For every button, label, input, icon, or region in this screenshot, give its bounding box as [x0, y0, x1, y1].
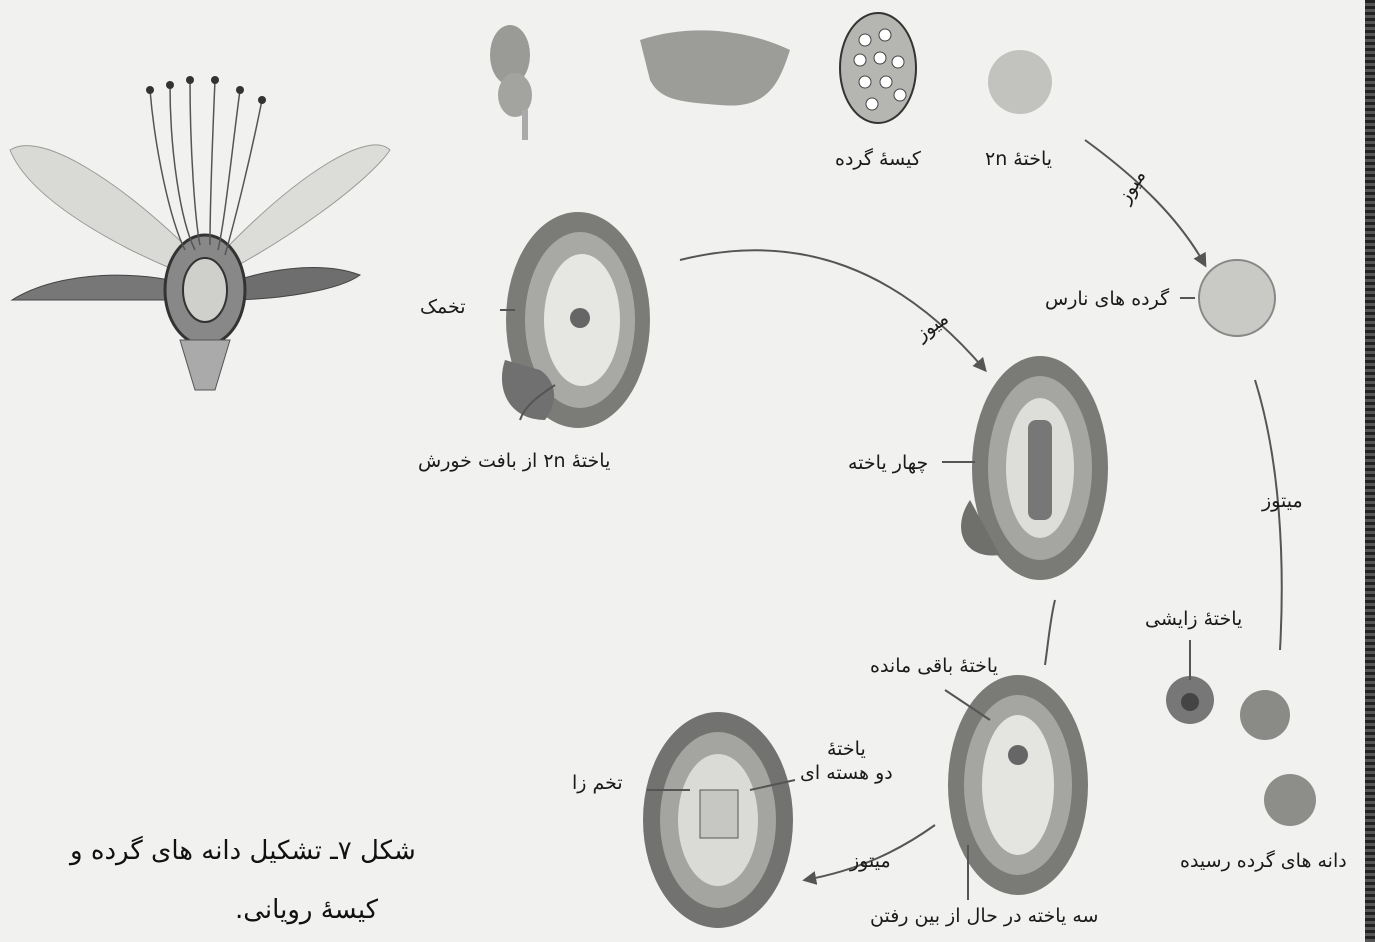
label-cell-2n-nucellus: یاختهٔ ۲n از بافت خورش	[418, 450, 610, 474]
label-remaining-cell: یاختهٔ باقی مانده	[870, 655, 998, 679]
page-border	[1365, 0, 1375, 942]
label-four-cells: چهار یاخته	[848, 452, 928, 476]
cell-2n-illustration	[988, 50, 1052, 114]
mature-pollen-illustration	[1166, 676, 1316, 826]
label-three-cells: سه یاخته در حال از بین رفتن	[870, 905, 1098, 929]
label-generative-cell: یاختهٔ زایشی	[1145, 608, 1242, 632]
figure-caption-line1: شکل ۷ـ تشکیل دانه های گرده و	[70, 836, 416, 866]
label-pollen-sac: کیسهٔ گرده	[835, 148, 921, 172]
label-immature-pollen: گرده های نارس	[1045, 288, 1169, 312]
figure-caption-line2: کیسهٔ رویانی.	[235, 895, 378, 925]
immature-pollen-illustration	[1199, 260, 1275, 336]
label-cell-2n: یاختهٔ ۲n	[985, 148, 1052, 172]
label-mitosis-bottom: میتوز	[850, 850, 891, 874]
label-mitosis-right: میتوز	[1262, 490, 1303, 514]
label-binucleate-line1: یاختهٔ	[827, 738, 866, 760]
ovule-illustration	[502, 212, 650, 428]
label-binucleate-cell: یاختهٔ دو هسته ای	[800, 738, 893, 786]
anther-illustration	[490, 25, 532, 140]
label-mature-pollen: دانه های گرده رسیده	[1180, 850, 1347, 874]
embryo-sac-ovule-illustration	[643, 712, 793, 928]
anther-section	[640, 30, 790, 105]
label-egg: تخم زا	[572, 772, 623, 796]
flower-illustration	[10, 76, 390, 390]
label-binucleate-line2: دو هسته ای	[800, 762, 893, 784]
four-cells-ovule-illustration	[961, 356, 1108, 580]
pollen-sac-illustration	[840, 13, 916, 123]
label-ovule: تخمک	[420, 296, 466, 320]
